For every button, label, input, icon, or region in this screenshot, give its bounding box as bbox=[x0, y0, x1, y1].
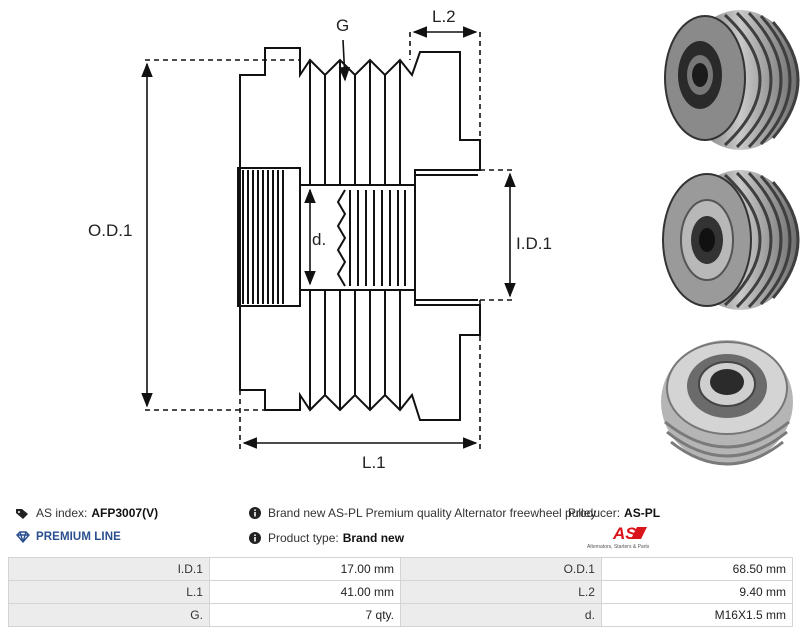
pulley-outline bbox=[239, 47, 481, 421]
spec-key: G. bbox=[8, 603, 210, 627]
tag-icon bbox=[16, 509, 28, 519]
pulley-photo-front bbox=[662, 170, 800, 310]
spec-key: d. bbox=[399, 603, 602, 627]
description-text: Brand new AS-PL Premium quality Alternat… bbox=[268, 506, 597, 520]
technical-drawing: G L.2 O.D.1 I.D.1 d. L.1 bbox=[88, 7, 552, 472]
svg-text:AS: AS bbox=[612, 524, 637, 543]
as-index-row: AS index: AFP3007(V) bbox=[16, 506, 158, 520]
spec-key: O.D.1 bbox=[399, 557, 602, 581]
spec-key: L.1 bbox=[8, 580, 210, 604]
product-type-label: Product type: bbox=[268, 531, 339, 545]
label-g: G bbox=[336, 16, 349, 35]
as-pl-logo: AS Alternators, Starters & Parts bbox=[587, 524, 650, 550]
spec-value: 7 qty. bbox=[208, 603, 401, 627]
premium-line-label: PREMIUM LINE bbox=[36, 531, 121, 543]
label-d: d. bbox=[312, 230, 326, 249]
spec-value: M16X1.5 mm bbox=[600, 603, 794, 627]
label-id1: I.D.1 bbox=[516, 234, 552, 253]
pulley-photo-back bbox=[661, 340, 793, 466]
spec-value: 41.00 mm bbox=[208, 580, 401, 604]
spec-value: 9.40 mm bbox=[600, 580, 794, 604]
product-photos bbox=[655, 0, 800, 495]
spec-value: 17.00 mm bbox=[208, 557, 401, 581]
label-od1: O.D.1 bbox=[88, 221, 132, 240]
label-l2: L.2 bbox=[432, 7, 456, 26]
spec-key: I.D.1 bbox=[8, 557, 210, 581]
producer-row: Producer: AS-PL bbox=[568, 506, 660, 520]
producer-value: AS-PL bbox=[624, 506, 661, 520]
diamond-icon bbox=[16, 531, 30, 543]
as-index-value: AFP3007(V) bbox=[91, 506, 159, 520]
spec-row: G.7 qty.d.M16X1.5 mm bbox=[8, 603, 794, 627]
label-l1: L.1 bbox=[362, 453, 386, 472]
description-row: Brand new AS-PL Premium quality Alternat… bbox=[248, 506, 596, 520]
product-type-row: Product type: Brand new bbox=[248, 531, 404, 545]
svg-text:Alternators, Starters & Parts: Alternators, Starters & Parts bbox=[587, 544, 650, 550]
product-type-value: Brand new bbox=[342, 531, 405, 545]
info-icon bbox=[249, 507, 261, 519]
producer-label: Producer: bbox=[568, 506, 621, 520]
pulley-photo-side bbox=[664, 10, 800, 150]
as-index-label: AS index: bbox=[36, 506, 88, 520]
premium-line-row: PREMIUM LINE bbox=[16, 531, 121, 543]
spec-key: L.2 bbox=[399, 580, 602, 604]
spec-value: 68.50 mm bbox=[600, 557, 794, 581]
info-icon bbox=[249, 532, 261, 544]
